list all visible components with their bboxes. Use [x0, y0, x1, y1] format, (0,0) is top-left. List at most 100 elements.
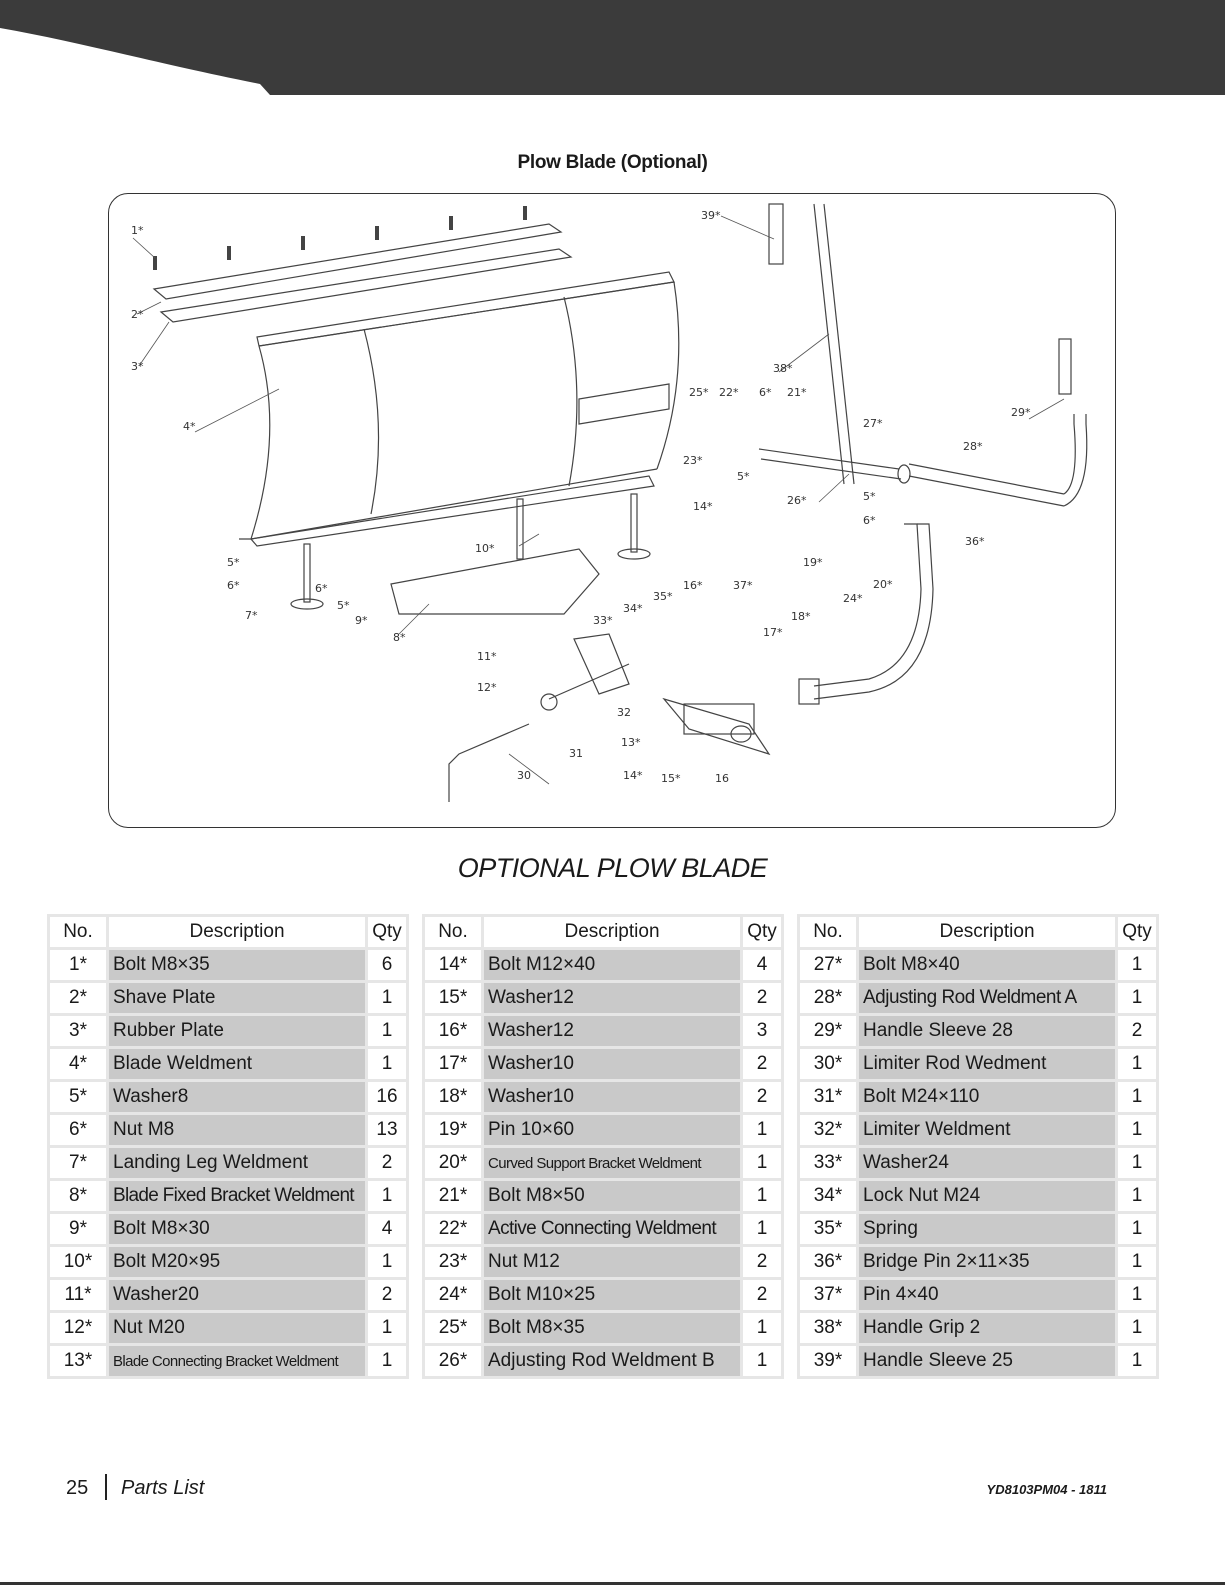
callout-38: 38* — [773, 362, 793, 375]
footer-separator — [105, 1474, 107, 1500]
bottom-rule — [0, 1582, 1225, 1585]
header-description: Description — [109, 917, 365, 947]
page-number: 25 — [66, 1477, 89, 1499]
callout-37: 37* — [733, 579, 753, 592]
callout-6d: 6* — [863, 514, 876, 527]
exploded-diagram: 1* 2* 3* 4* 5* 6* 7* 6* 5* 9* 8* 10* 11*… — [108, 193, 1116, 828]
callout-8: 8* — [393, 631, 406, 644]
diagram-drawing: 1* 2* 3* 4* 5* 6* 7* 6* 5* 9* 8* 10* 11*… — [131, 203, 1088, 802]
callout-16a: 16 — [715, 772, 729, 785]
callout-16b: 16* — [683, 579, 703, 592]
callout-27: 27* — [863, 417, 883, 430]
callout-6c: 6* — [759, 386, 772, 399]
header-description: Description — [484, 917, 740, 947]
callout-39: 39* — [701, 209, 721, 222]
header-qty: Qty — [743, 917, 781, 947]
document-code: YD8103PM04 - 1811 — [986, 1482, 1107, 1497]
document-title: Plow Blade (Optional) — [517, 152, 708, 173]
footer-section-title: Parts List — [121, 1477, 205, 1499]
callout-22: 22* — [719, 386, 739, 399]
table-header-row: No. Description Qty — [50, 917, 406, 947]
table-header-row: No. Description Qty — [425, 917, 781, 947]
header-qty: Qty — [368, 917, 406, 947]
callout-9: 9* — [355, 614, 368, 627]
callout-1: 1* — [131, 224, 144, 237]
callout-33: 33* — [593, 614, 613, 627]
callout-34: 34* — [623, 602, 643, 615]
header-no: No. — [425, 917, 481, 947]
callout-36: 36* — [965, 535, 985, 548]
callout-30: 30 — [517, 769, 531, 782]
callout-29: 29* — [1011, 406, 1031, 419]
shave-plate-shape — [152, 223, 563, 300]
header-no: No. — [50, 917, 106, 947]
callout-7: 7* — [245, 609, 258, 622]
header-no: No. — [800, 917, 856, 947]
callout-14b: 14* — [693, 500, 713, 513]
callout-6b: 6* — [315, 582, 328, 595]
callout-5d: 5* — [863, 490, 876, 503]
header-band — [0, 0, 1225, 95]
callout-19: 19* — [803, 556, 823, 569]
callout-3: 3* — [131, 360, 144, 373]
callout-5a: 5* — [227, 556, 240, 569]
callout-5b: 5* — [337, 599, 350, 612]
callout-11: 11* — [477, 650, 497, 663]
callout-6a: 6* — [227, 579, 240, 592]
callout-15: 15* — [661, 772, 681, 785]
callout-2: 2* — [131, 308, 144, 321]
callout-5c: 5* — [737, 470, 750, 483]
table-header-row: No. Description Qty — [800, 917, 1156, 947]
callout-18: 18* — [791, 610, 811, 623]
header-qty: Qty — [1118, 917, 1156, 947]
callout-12: 12* — [477, 681, 497, 694]
callout-26: 26* — [787, 494, 807, 507]
callout-31: 31 — [569, 747, 583, 760]
callout-23: 23* — [683, 454, 703, 467]
callout-32: 32 — [617, 706, 631, 719]
callout-28: 28* — [963, 440, 983, 453]
callout-24: 24* — [843, 592, 863, 605]
section-title: OPTIONAL PLOW BLADE — [457, 853, 768, 883]
callout-17: 17* — [763, 626, 783, 639]
rubber-plate-shape — [159, 248, 573, 323]
